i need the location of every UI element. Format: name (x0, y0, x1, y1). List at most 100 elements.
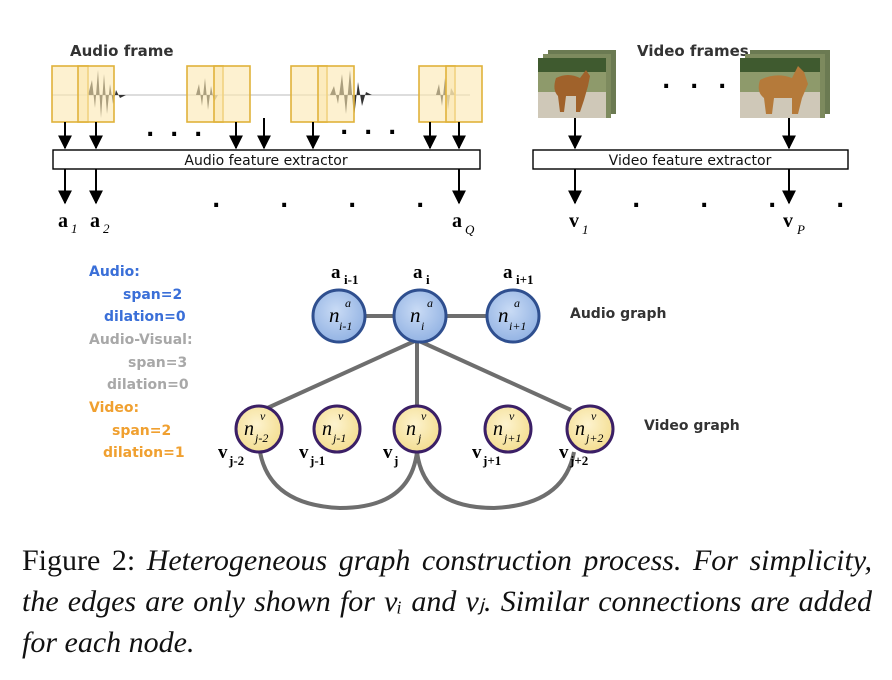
svg-text:v: v (569, 210, 579, 232)
svg-text:i: i (426, 272, 430, 287)
svg-text:v: v (299, 442, 309, 463)
video-node-j-1: n v j-1 (312, 404, 362, 454)
svg-text:a: a (331, 262, 341, 283)
legend-av-span: span=3 (128, 355, 187, 371)
svg-text:n: n (410, 303, 421, 327)
svg-text:i: i (421, 319, 424, 333)
svg-text:a: a (427, 296, 433, 310)
video-node-j: n v j (392, 404, 442, 454)
video-node-j+1: n v j+1 (483, 404, 533, 454)
svg-text:P: P (796, 222, 805, 237)
svg-text:a: a (452, 210, 462, 232)
svg-text:v: v (260, 409, 266, 423)
audio-node-i-1: n a i-1 (311, 288, 367, 344)
legend-audio-title: Audio: (89, 264, 140, 280)
svg-text:v: v (559, 442, 569, 463)
svg-text:i+1: i+1 (509, 319, 526, 333)
audio-frame-title: Audio frame (70, 42, 174, 60)
svg-text:j+2: j+2 (569, 453, 588, 468)
legend-audio-dilation: dilation=0 (104, 309, 186, 325)
av-edge-left (262, 338, 418, 412)
svg-text:2: 2 (103, 221, 110, 236)
audio-output-arrows (58, 169, 466, 205)
video-graph-nodes: n v j-2 n v j-1 n v j n v j+1 n v j+2 (234, 404, 615, 454)
audio-input-arrows (58, 118, 466, 150)
svg-text:v: v (338, 409, 344, 423)
audio-node-i+1: n a i+1 (485, 288, 541, 344)
audio-ellipsis-mid: . . . (340, 115, 400, 140)
video-frames-ellipsis: . . . (662, 69, 732, 94)
svg-text:a: a (514, 296, 520, 310)
video-input-arrows (568, 118, 796, 150)
caption-prefix: Figure 2: (22, 544, 147, 577)
svg-text:v: v (472, 442, 482, 463)
audio-output-aQ: a Q (452, 210, 475, 237)
audio-feature-extractor-box (52, 149, 481, 170)
svg-text:a: a (58, 210, 68, 232)
svg-text:i-1: i-1 (344, 272, 358, 287)
figure-diagram: Audio frame . . . . . . Audio feature ex… (51, 42, 870, 511)
legend-video-span: span=2 (112, 423, 171, 439)
svg-text:n: n (244, 418, 254, 440)
audio-output-a2: a 2 (90, 210, 110, 236)
svg-text:j-1: j-1 (331, 431, 346, 445)
audio-node-i: n a i (392, 288, 448, 344)
video-output-arrows (568, 169, 796, 205)
svg-text:a: a (503, 262, 513, 283)
video-node-j+2: n v j+2 (565, 404, 615, 454)
audio-output-a1: a 1 (58, 210, 78, 236)
svg-text:n: n (575, 418, 585, 440)
video-feature-extractor-box (532, 149, 849, 170)
svg-text:v: v (783, 210, 793, 232)
video-node-j-2: n v j-2 (234, 404, 284, 454)
svg-text:j-1: j-1 (309, 453, 325, 468)
svg-text:j+1: j+1 (482, 453, 501, 468)
svg-text:a: a (90, 210, 100, 232)
legend-video-dilation: dilation=1 (103, 445, 185, 461)
svg-text:n: n (329, 303, 340, 327)
legend-video-title: Video: (89, 400, 139, 416)
audio-node-labels: a i-1 a i a i+1 (331, 262, 534, 287)
svg-text:j: j (393, 453, 398, 468)
svg-text:n: n (498, 303, 509, 327)
figure-caption: Figure 2: Heterogeneous graph constructi… (22, 540, 872, 663)
video-output-ellipsis: . . . . (632, 188, 870, 213)
audio-feature-extractor-label: Audio feature extractor (184, 153, 347, 169)
legend-av-title: Audio-Visual: (89, 332, 193, 348)
audio-ellipsis-upper: . . . (146, 117, 206, 142)
legend-av-dilation: dilation=0 (107, 377, 189, 393)
svg-text:i+1: i+1 (516, 272, 534, 287)
audio-frame-boxes (51, 65, 483, 123)
audio-waveform (88, 70, 455, 118)
video-edge-right (415, 451, 576, 511)
video-output-vP: v P (783, 210, 805, 237)
svg-text:1: 1 (71, 221, 78, 236)
svg-text:a: a (413, 262, 423, 283)
video-node-labels: v j-2 v j-1 v j v j+1 v j+2 (218, 442, 588, 468)
av-edge-right (416, 338, 572, 412)
svg-text:j-2: j-2 (253, 431, 268, 445)
audio-graph-nodes: n a i-1 n a i n a i+1 (311, 288, 541, 344)
svg-text:Q: Q (465, 222, 475, 237)
svg-text:v: v (421, 409, 427, 423)
video-frame-stack-first (538, 50, 616, 118)
video-edge-left (258, 451, 419, 511)
svg-text:v: v (383, 442, 393, 463)
svg-text:j+2: j+2 (584, 431, 603, 445)
svg-text:a: a (345, 296, 351, 310)
caption-text: Heterogeneous graph construction process… (22, 544, 872, 659)
svg-text:i-1: i-1 (339, 319, 352, 333)
svg-text:v: v (218, 442, 228, 463)
audio-graph-label: Audio graph (570, 306, 666, 322)
video-frame-stack-last (740, 50, 830, 118)
video-frames-title: Video frames (637, 42, 749, 60)
legend: Audio: span=2 dilation=0 Audio-Visual: s… (89, 264, 193, 461)
video-output-v1: v 1 (569, 210, 589, 237)
svg-text:n: n (493, 418, 503, 440)
video-feature-extractor-label: Video feature extractor (609, 153, 772, 169)
svg-text:v: v (591, 409, 597, 423)
svg-text:j: j (416, 431, 422, 445)
legend-audio-span: span=2 (123, 287, 182, 303)
audio-output-ellipsis: . . . . (212, 188, 450, 213)
svg-text:n: n (406, 418, 416, 440)
